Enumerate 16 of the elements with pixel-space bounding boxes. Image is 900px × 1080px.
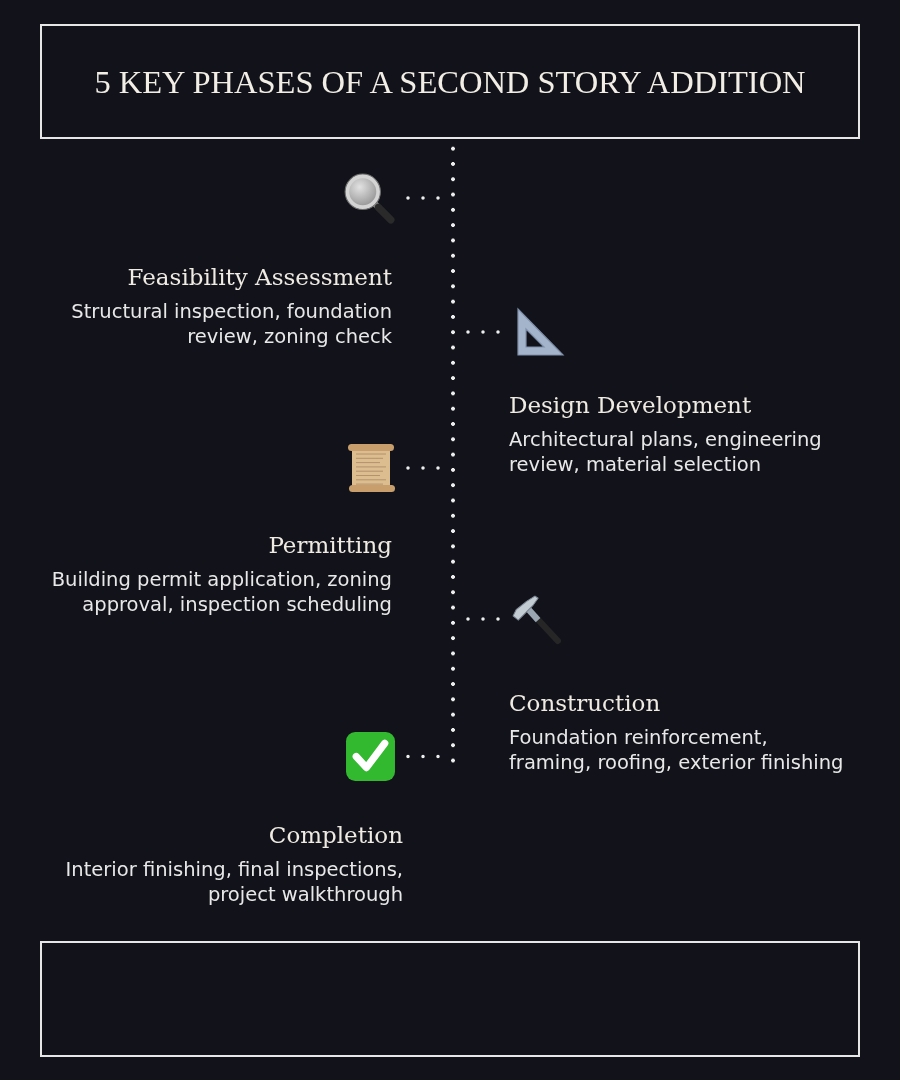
- scroll-icon: [346, 443, 396, 493]
- phase-heading: Feasibility Assessment: [127, 263, 392, 292]
- phase-description: Foundation reinforcement, framing, roofing, exterior finishing: [509, 725, 844, 775]
- title: 5 KEY PHASES OF A SECOND STORY ADDITION: [94, 62, 806, 101]
- phase-heading: Permitting: [268, 531, 392, 560]
- check-mark-icon: [345, 731, 396, 782]
- phase-heading: Completion: [268, 821, 403, 850]
- phase-description: Structural inspection, foundation review, zoning check: [70, 299, 392, 349]
- hammer-icon: [510, 593, 562, 645]
- phase-heading: Design Development: [509, 391, 752, 420]
- footer-frame: [40, 941, 860, 1057]
- magnifying-glass-icon: [343, 172, 395, 224]
- phase-description: Building permit application, zoning approval, inspection scheduling: [50, 567, 392, 617]
- phase-heading: Construction: [509, 689, 661, 718]
- phase-description: Interior finishing, final inspections, project walkthrough: [64, 857, 403, 907]
- phase-description: Architectural plans, engineering review, material selection: [509, 427, 823, 477]
